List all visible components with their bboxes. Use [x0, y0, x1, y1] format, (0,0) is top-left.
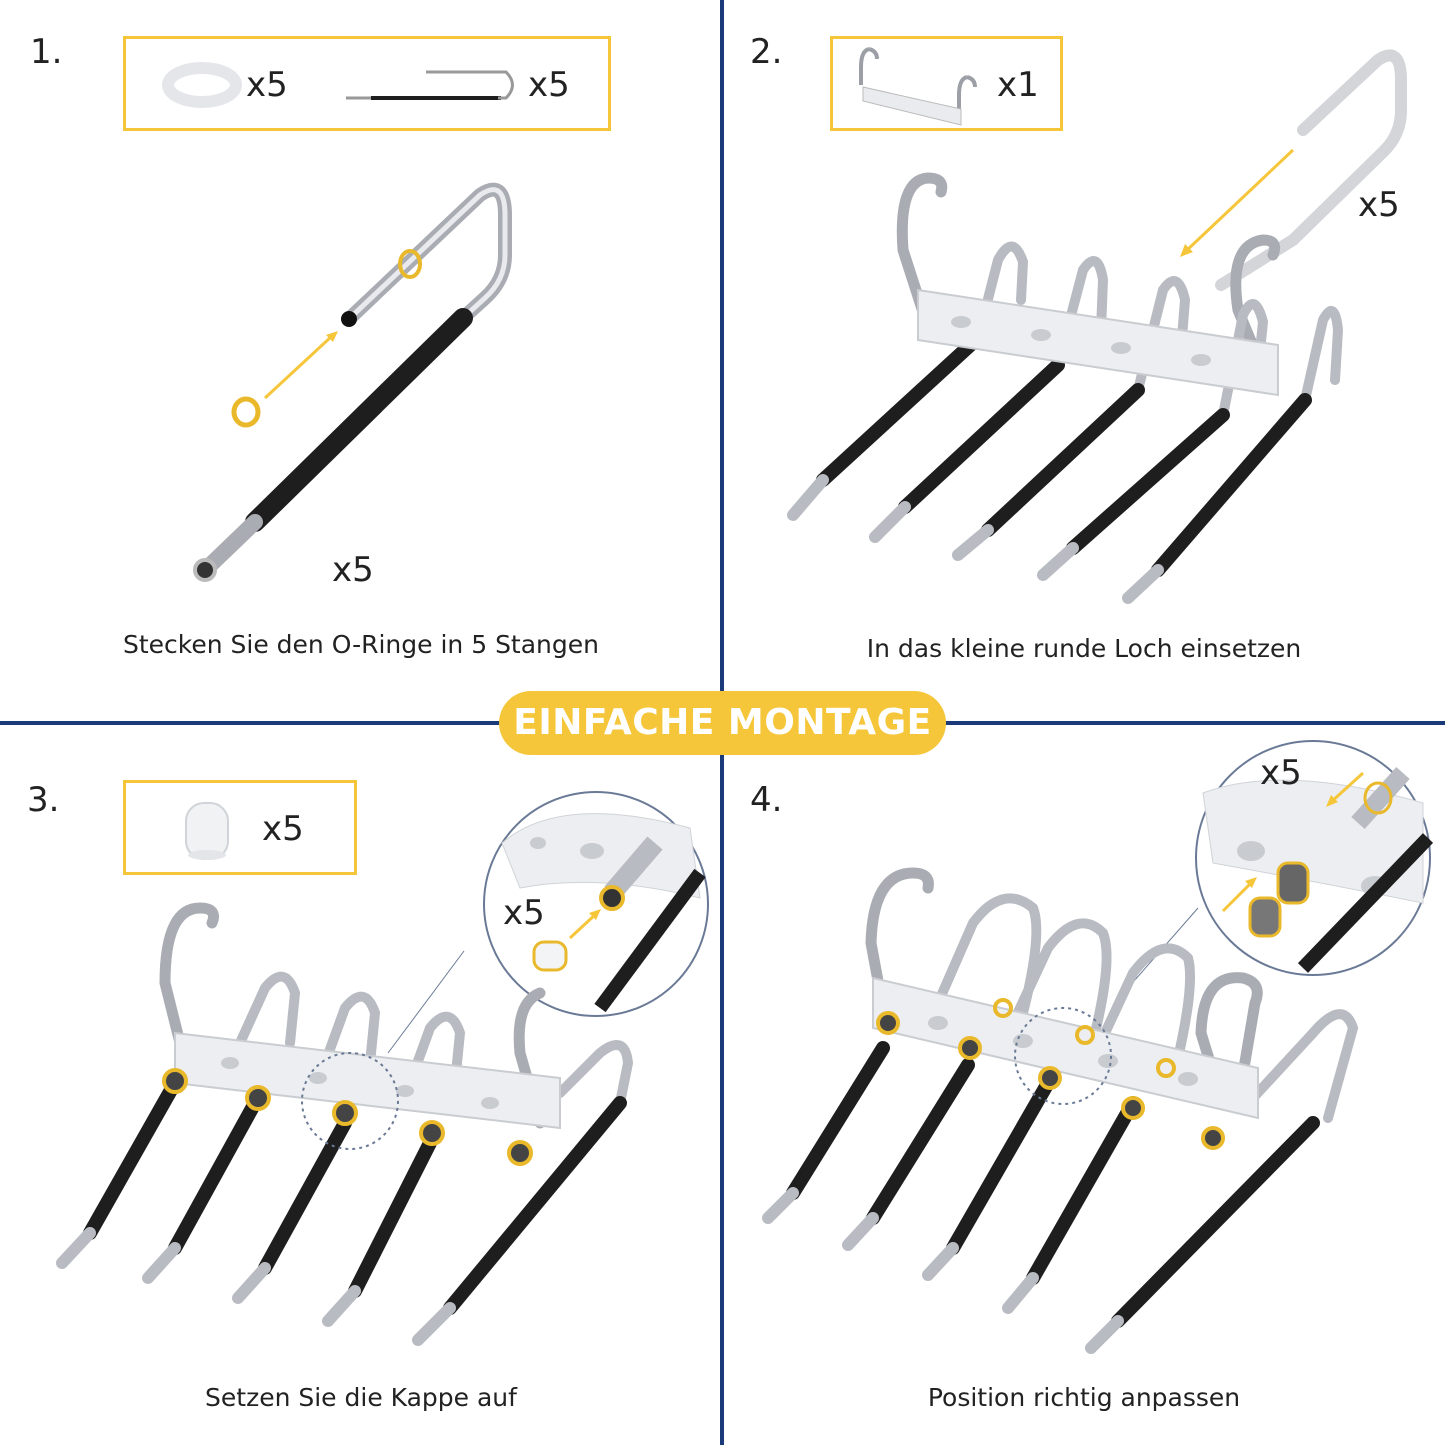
step-2-rod-count: x5 — [1358, 185, 1400, 225]
step-2-parts-box: x1 — [830, 36, 1063, 131]
cap-icon — [185, 802, 229, 860]
step-2-panel: 2. x1 — [723, 0, 1445, 722]
step-3-caption: Setzen Sie die Kappe auf — [205, 1383, 517, 1412]
step-4-caption: Position richtig anpassen — [927, 1383, 1241, 1412]
o-ring-icon — [162, 62, 242, 108]
step-1-rod-count: x5 — [332, 550, 374, 590]
rod-illustration — [193, 182, 512, 582]
step-1-ring-qty: x5 — [246, 65, 288, 105]
step-2-caption: In das kleine runde Loch einsetzen — [866, 634, 1302, 663]
step-1-panel: 1. x5 x5 x5 Stecken Sie den O-Ringe in 5… — [0, 0, 722, 722]
rod-icon — [346, 70, 514, 100]
step-3-panel: 3. x5 — [0, 723, 722, 1445]
step-3-cap-qty: x5 — [262, 809, 304, 849]
cap-assembly-illustration — [56, 791, 709, 1346]
adjust-position-illustration — [762, 740, 1434, 1354]
step-3-zoom-qty: x5 — [503, 893, 545, 933]
hanger-assembly-illustration — [787, 49, 1407, 604]
step-1-number: 1. — [30, 32, 63, 72]
step-3-number: 3. — [27, 780, 60, 820]
step-1-caption: Stecken Sie den O-Ringe in 5 Stangen — [122, 630, 599, 659]
step-4-panel: 4. — [723, 723, 1445, 1445]
hanger-bar-icon — [859, 47, 977, 126]
step-4-zoom-qty: x5 — [1260, 753, 1302, 793]
step-2-bar-qty: x1 — [997, 65, 1039, 105]
step-2-number: 2. — [750, 32, 783, 72]
step-1-rod-qty: x5 — [528, 65, 570, 105]
banner-title: EINFACHE MONTAGE — [499, 691, 946, 755]
step-3-parts-box: x5 — [123, 780, 357, 875]
step-1-parts-box: x5 x5 — [123, 36, 611, 131]
step-4-number: 4. — [750, 780, 783, 820]
